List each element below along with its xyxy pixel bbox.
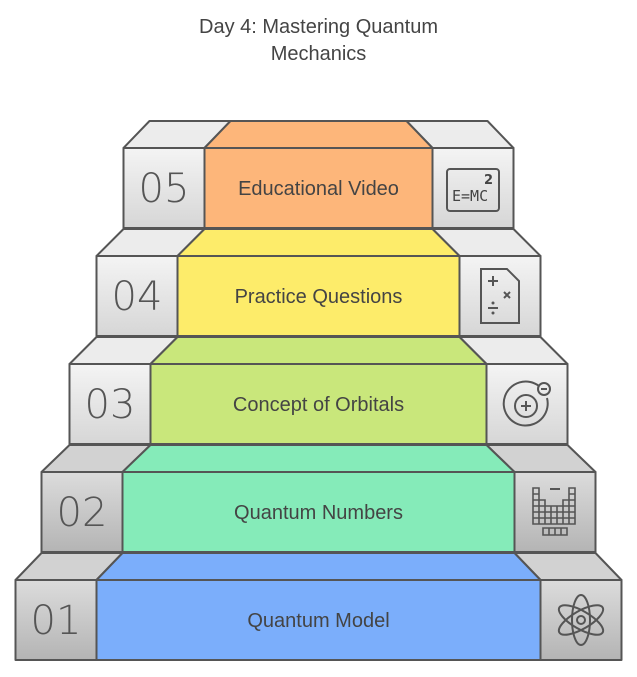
math-worksheet-icon: [480, 268, 520, 324]
squared-text: 2: [484, 173, 493, 188]
title-line-2: Mechanics: [270, 43, 367, 65]
emc-text: E=MC: [452, 187, 488, 205]
nucleus: [514, 394, 538, 418]
table-cells: [532, 487, 576, 525]
step-05: 05 Educational Video E=MC2: [122, 120, 515, 229]
center-top-face: [203, 120, 434, 149]
step-number: 05: [139, 166, 190, 212]
center-top-face: [176, 228, 461, 257]
step-label: Quantum Model: [247, 610, 389, 632]
lanthanide-row: [542, 527, 568, 536]
step-label: Educational Video: [238, 178, 399, 200]
plus: [521, 401, 531, 411]
step-number: 04: [112, 274, 163, 320]
icon-block: [539, 579, 623, 661]
number-block: [40, 471, 124, 553]
step-label: Quantum Numbers: [234, 502, 403, 524]
number-block: [14, 579, 98, 661]
title-line-1: Day 4: Mastering Quantum: [199, 16, 438, 38]
dot: [491, 311, 495, 315]
center-top-face: [149, 336, 488, 365]
label-block: [95, 579, 542, 661]
step-label: Practice Questions: [235, 286, 403, 308]
step-02: 02 Quantum Numbers: [40, 444, 597, 553]
orbital-icon: [502, 380, 551, 427]
center-top-face: [95, 552, 542, 581]
math-symbols: [488, 276, 511, 309]
electron-orbit: [557, 604, 605, 636]
nucleus: [576, 615, 586, 625]
electron-orbit: [557, 604, 605, 636]
step-number: 01: [31, 598, 82, 644]
electron: [537, 382, 551, 396]
e-equals-mc2-icon: E=MC2: [446, 168, 500, 212]
atom-icon: [557, 594, 605, 646]
step-03: 03 Concept of Orbitals: [68, 336, 569, 445]
dot: [491, 301, 495, 305]
number-block: [95, 255, 179, 337]
step-label: Concept of Orbitals: [233, 394, 404, 416]
label-block: [149, 363, 488, 445]
orbit: [502, 380, 549, 427]
electron-orbit: [571, 594, 591, 646]
periodic-table-icon: [532, 487, 576, 536]
diagram-title: Day 4: Mastering Quantum Mechanics: [0, 14, 637, 68]
page-outline: [480, 268, 520, 324]
center-top-face: [121, 444, 516, 473]
step-01: 01 Quantum Model: [14, 552, 623, 661]
step-04: 04 Practice Questions: [95, 228, 542, 337]
step-number: 03: [85, 382, 136, 428]
board-frame: [446, 168, 500, 212]
step-number: 02: [57, 490, 108, 536]
